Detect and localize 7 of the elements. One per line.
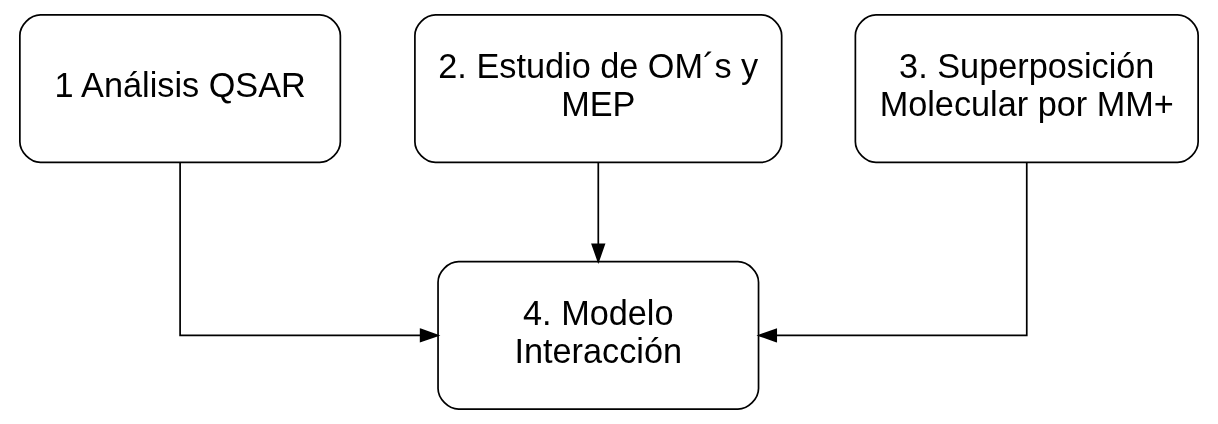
node-box: 4. Modelo Interacción [437, 260, 760, 410]
arrow [179, 161, 441, 343]
node-box: 1 Análisis QSAR [19, 14, 342, 164]
node-box: 3. Superposición Molecular por MM+ [854, 14, 1199, 164]
arrow [756, 161, 1028, 343]
node-box: 2. Estudio de OM´s y MEP [414, 14, 783, 164]
arrow [591, 161, 606, 264]
